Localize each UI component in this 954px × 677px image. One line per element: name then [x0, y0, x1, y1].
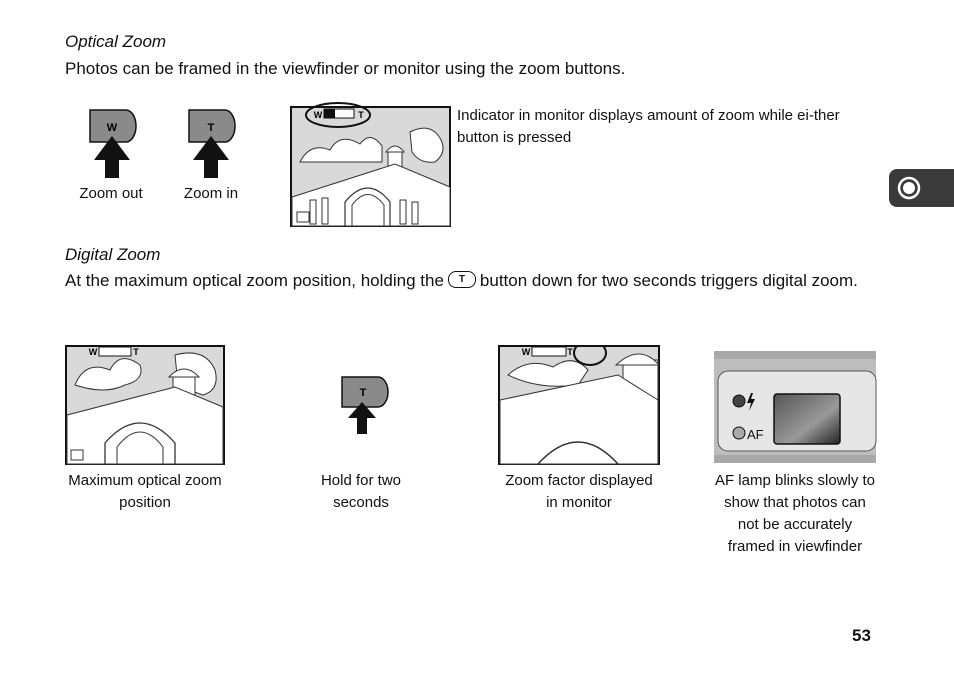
- caption-max-optical: Maximum optical zoom position: [65, 470, 225, 514]
- svg-text:W: W: [522, 347, 531, 357]
- hold-t-button-icon: T: [338, 374, 390, 436]
- section-tab: [889, 169, 954, 207]
- max-optical-monitor-illustration: W T: [65, 345, 225, 465]
- inline-t-button-icon: T: [448, 271, 476, 288]
- t-label: T: [208, 122, 215, 134]
- svg-text:W: W: [89, 347, 98, 357]
- caption-hold: Hold for two seconds: [302, 470, 420, 514]
- digital-body-part2: button down for two seconds triggers dig…: [480, 271, 858, 290]
- page-number: 53: [852, 626, 871, 646]
- zoom-in-caption: Zoom in: [170, 183, 252, 205]
- optical-zoom-body: Photos can be framed in the viewfinder o…: [65, 56, 885, 81]
- w-label: W: [107, 122, 118, 134]
- camera-af-lamp-illustration: AF: [714, 351, 877, 463]
- svg-text:T: T: [567, 347, 573, 357]
- af-label: AF: [747, 427, 764, 442]
- digital-zoom-body: At the maximum optical zoom position, ho…: [65, 268, 880, 293]
- svg-text:W: W: [314, 110, 323, 120]
- optical-zoom-heading: Optical Zoom: [65, 32, 166, 52]
- monitor-zoom-indicator-illustration: W T: [290, 102, 452, 228]
- svg-text:T: T: [358, 110, 364, 120]
- digital-zoom-heading: Digital Zoom: [65, 245, 160, 265]
- digital-zoom-monitor-illustration: W T: [498, 345, 660, 465]
- record-mode-icon: [889, 169, 954, 207]
- svg-text:T: T: [133, 347, 139, 357]
- zoom-in-t-button-icon: T: [185, 106, 237, 180]
- digital-body-part1: At the maximum optical zoom position, ho…: [65, 271, 444, 290]
- hold-t-label: T: [360, 387, 367, 399]
- zoom-out-w-button-icon: W: [86, 106, 138, 180]
- indicator-description: Indicator in monitor displays amount of …: [457, 105, 877, 148]
- caption-af-lamp: AF lamp blinks slowly to show that photo…: [713, 470, 877, 558]
- zoom-out-caption: Zoom out: [65, 183, 157, 205]
- caption-zoom-factor: Zoom factor displayed in monitor: [498, 470, 660, 514]
